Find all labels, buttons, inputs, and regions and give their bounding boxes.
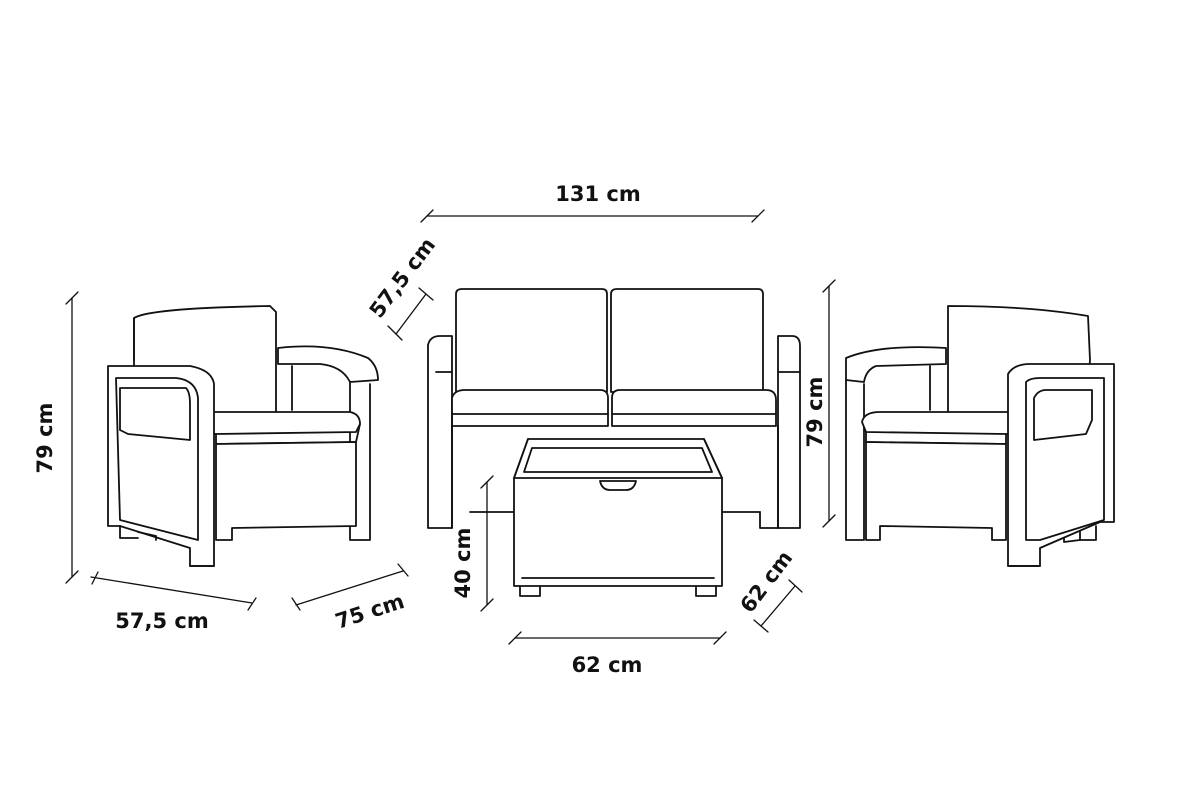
left-chair-depth-label: 57,5 cm bbox=[115, 609, 208, 633]
left-chair-height-label: 79 cm bbox=[33, 403, 57, 474]
dimension-lines bbox=[65, 209, 836, 645]
sofa-depth-label: 57,5 cm bbox=[365, 233, 440, 322]
left-chair-width-label: 75 cm bbox=[332, 589, 407, 634]
table-height-label: 40 cm bbox=[451, 528, 475, 599]
coffee-table bbox=[513, 438, 723, 597]
sofa-width-label: 131 cm bbox=[555, 182, 640, 206]
table-width-label: 62 cm bbox=[572, 653, 643, 677]
right-chair-height-label: 79 cm bbox=[803, 377, 827, 448]
left-armchair bbox=[107, 305, 379, 567]
right-armchair bbox=[845, 305, 1115, 567]
table-depth-label: 62 cm bbox=[735, 546, 797, 617]
